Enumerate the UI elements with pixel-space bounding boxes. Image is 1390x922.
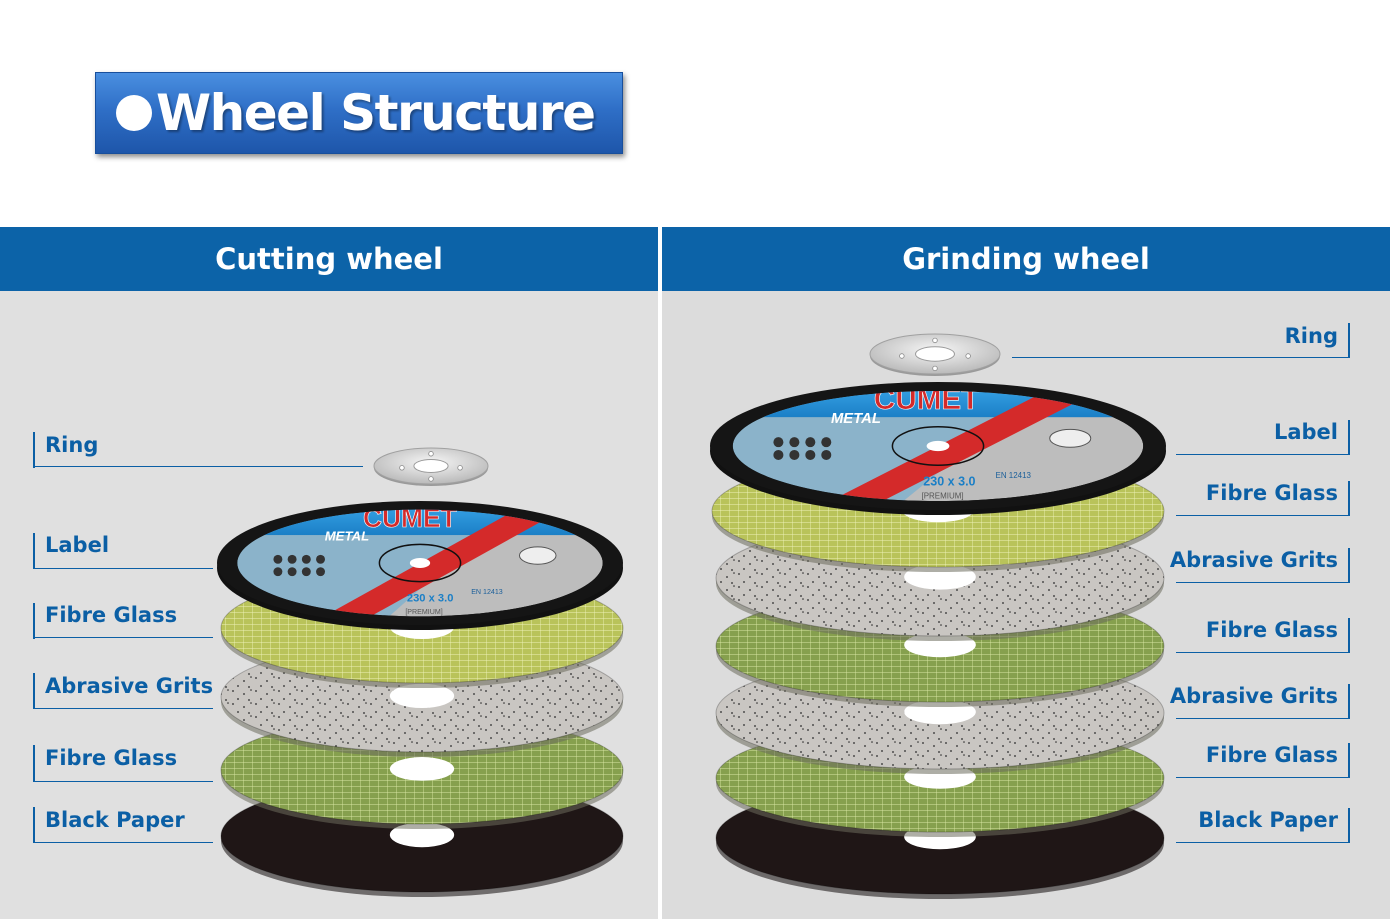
label-marker (33, 432, 35, 468)
panel-divider (658, 227, 662, 922)
label-marker (1348, 618, 1350, 653)
cutting-label-3: Fibre Glass (45, 603, 178, 627)
label-marker (33, 673, 35, 709)
leader-line (1176, 515, 1350, 516)
pictogram-icon (316, 554, 325, 564)
label-marker (1348, 420, 1350, 455)
cutting-label-5: Fibre Glass (45, 746, 178, 770)
leader-line (33, 466, 363, 467)
label-marker (1348, 808, 1350, 843)
leader-line (1176, 842, 1350, 843)
label-marker (33, 533, 35, 569)
product-text: METAL (325, 529, 369, 544)
leader-line (1176, 582, 1350, 583)
pictogram-icon (273, 554, 283, 564)
leader-line (1176, 652, 1350, 653)
pictogram-icon (316, 567, 325, 577)
leader-line (33, 568, 213, 569)
grinding-label-8: Black Paper (1198, 808, 1338, 832)
size-text: 230 x 3.0 (407, 592, 454, 604)
pictogram-icon (301, 554, 311, 564)
label-marker (1348, 548, 1350, 583)
grinding-wheel-header: Grinding wheel (662, 227, 1390, 291)
grinding-label-6: Abrasive Grits (1169, 684, 1338, 708)
pictogram-icon (821, 437, 832, 448)
size-text: 230 x 3.0 (923, 475, 975, 489)
grinding-label-5: Fibre Glass (1205, 618, 1338, 642)
certification-seal-icon (1049, 428, 1092, 448)
ring-washer (373, 447, 489, 486)
pictogram-icon (821, 449, 832, 460)
label-marker (1348, 743, 1350, 778)
certification-seal-icon (518, 546, 557, 565)
centre-hole (389, 757, 455, 781)
pictogram-icon (773, 449, 784, 460)
standard-text: EN 12413 (996, 471, 1032, 480)
centre-hole (389, 683, 455, 709)
leader-line (1176, 718, 1350, 719)
label-marker (33, 603, 35, 639)
label-marker (1348, 481, 1350, 516)
leader-line (33, 637, 213, 638)
grinding-label-2: Label (1273, 420, 1338, 444)
pictogram-icon (287, 567, 297, 577)
grinding-label-4: Abrasive Grits (1169, 548, 1338, 572)
brand-text: CUMET (874, 383, 979, 416)
pictogram-icon (287, 554, 297, 564)
ring-washer (869, 333, 1001, 376)
pictogram-icon (805, 437, 816, 448)
cutting-wheel-header: Cutting wheel (0, 227, 658, 291)
leader-line (33, 781, 213, 782)
pictogram-icon (773, 437, 784, 448)
title-banner: Wheel Structure (95, 72, 623, 154)
label-marker (1348, 684, 1350, 719)
leader-line (1176, 454, 1350, 455)
pictogram-icon (301, 567, 311, 577)
grinding-label-7: Fibre Glass (1205, 743, 1338, 767)
label-marker (33, 807, 35, 843)
cutting-label-4: Abrasive Grits (45, 674, 214, 698)
leader-line (1176, 777, 1350, 778)
grinding-label-1: Ring (1284, 324, 1338, 348)
pictogram-icon (789, 449, 800, 460)
label-marker (33, 745, 35, 782)
grade-text: [PREMIUM] (922, 491, 964, 500)
cutting-label-1: Ring (45, 433, 99, 457)
grinding-label-3: Fibre Glass (1205, 481, 1338, 505)
bullet-icon (116, 95, 152, 131)
brand-text: CUMET (363, 503, 457, 533)
pictogram-icon (273, 567, 283, 577)
leader-line (33, 708, 213, 709)
leader-line (33, 842, 213, 843)
product-text: METAL (831, 411, 881, 427)
pictogram-icon (789, 437, 800, 448)
label-marker (1348, 323, 1350, 358)
page-title: Wheel Structure (156, 84, 596, 142)
standard-text: EN 12413 (471, 588, 503, 596)
grade-text: [PREMIUM] (405, 608, 442, 616)
leader-line (1012, 357, 1350, 358)
pictogram-icon (805, 449, 816, 460)
cutting-label-6: Black Paper (45, 808, 185, 832)
cutting-label-2: Label (45, 533, 110, 557)
